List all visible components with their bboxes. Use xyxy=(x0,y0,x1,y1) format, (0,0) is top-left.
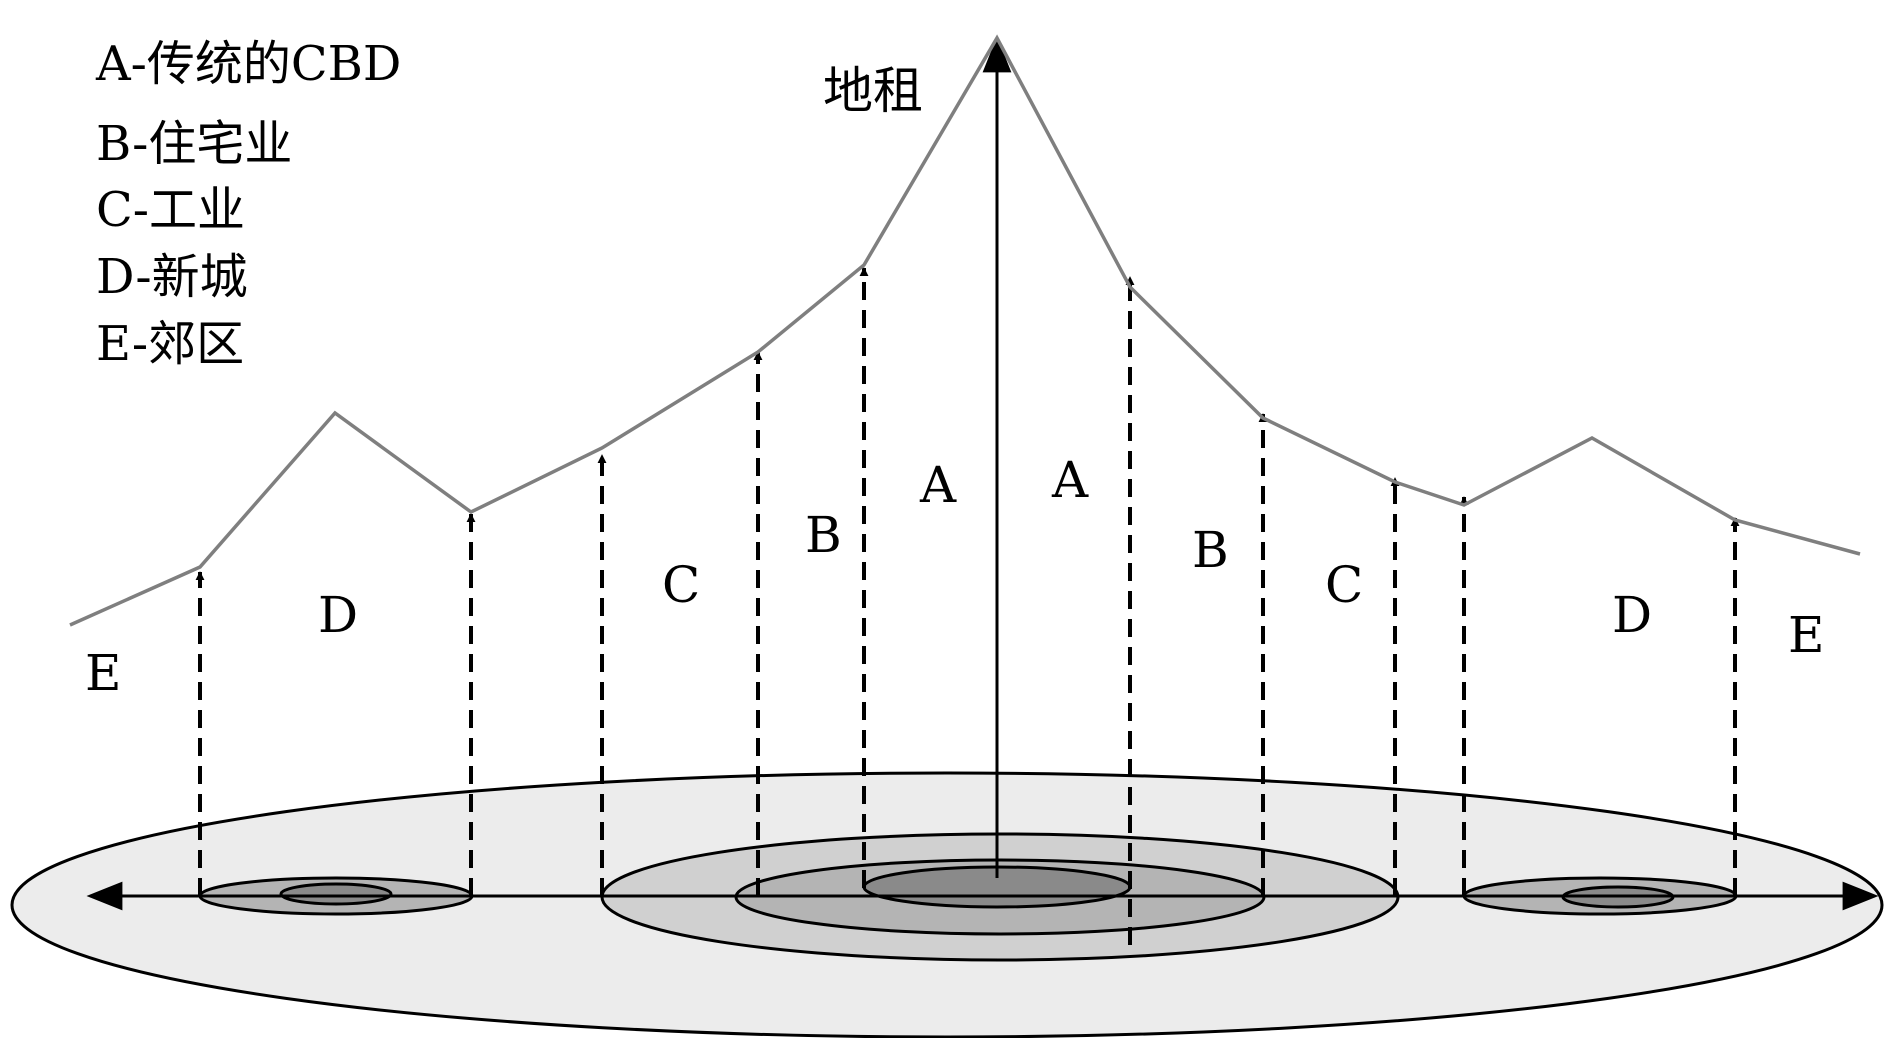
zone-label-left-a: A xyxy=(919,456,957,514)
zone-label-right-d: D xyxy=(1612,586,1652,644)
zone-label-right-b: B xyxy=(1192,521,1229,579)
legend-item-a: A-传统的CBD xyxy=(95,36,401,92)
legend-item-b: B-住宅业 xyxy=(96,116,292,172)
legend: A-传统的CBD B-住宅业 C-工业 D-新城 E-郊区 xyxy=(95,36,401,372)
rent-axis-label: 地租 xyxy=(823,62,923,120)
zone-label-left-c: C xyxy=(662,556,700,614)
zone-label-left-d: D xyxy=(318,586,358,644)
new-town-left-core xyxy=(279,882,393,906)
zone-label-right-a: A xyxy=(1051,451,1089,509)
legend-item-d: D-新城 xyxy=(96,249,248,305)
ground-plane xyxy=(10,771,1884,1038)
rent-curve xyxy=(69,34,1861,627)
zone-label-left-b: B xyxy=(805,506,842,564)
legend-item-e: E-郊区 xyxy=(96,316,244,372)
projection-lines xyxy=(195,267,1740,945)
zone-label-right-e: E xyxy=(1788,606,1825,664)
legend-item-c: C-工业 xyxy=(96,182,245,238)
zone-label-left-e: E xyxy=(85,644,122,702)
zone-label-right-c: C xyxy=(1325,556,1363,614)
